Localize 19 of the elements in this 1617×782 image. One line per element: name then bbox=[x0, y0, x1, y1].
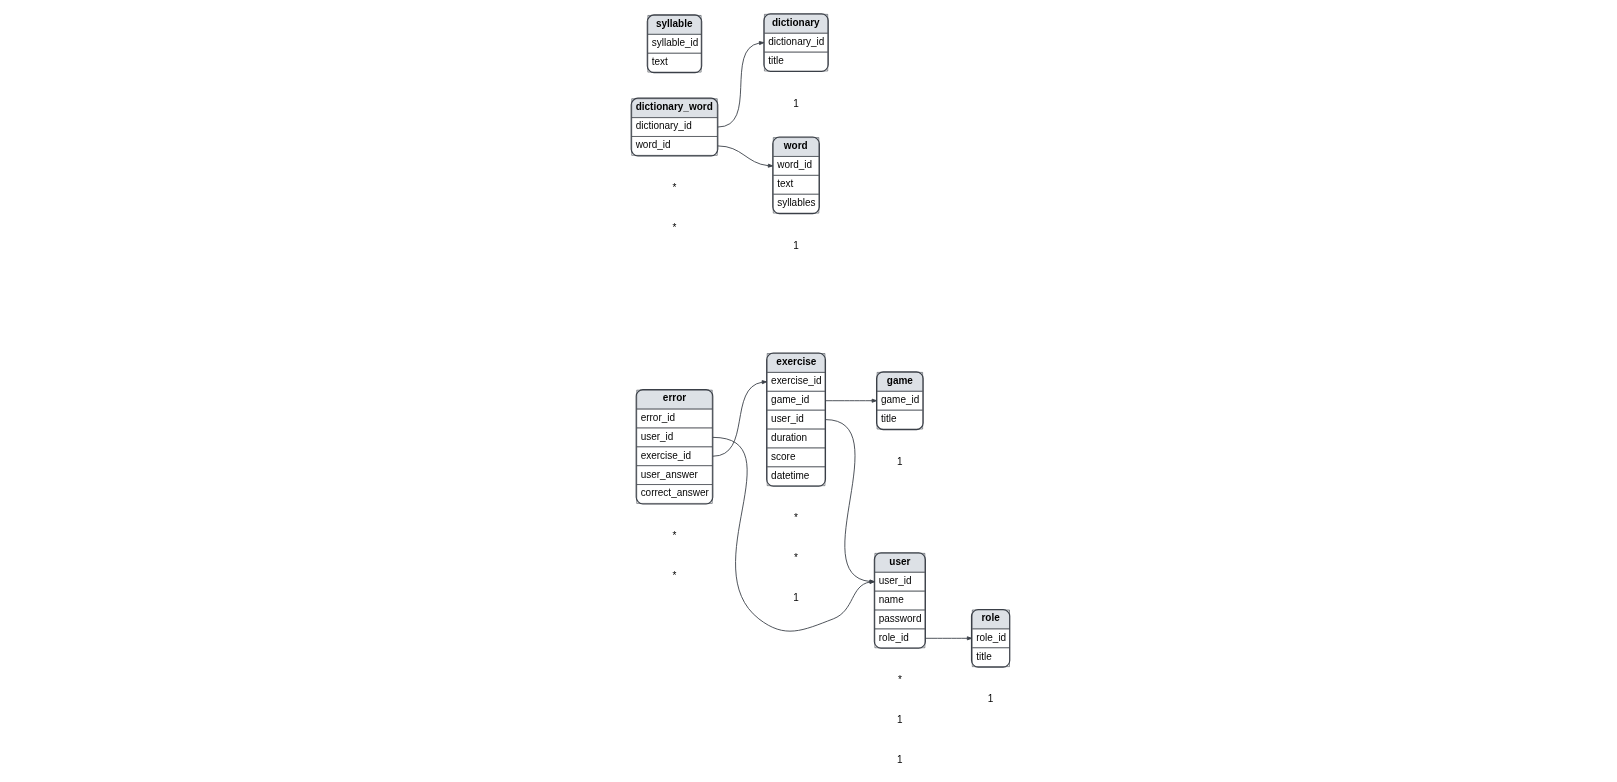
arrow bbox=[711, 380, 767, 457]
label: 1 bbox=[896, 754, 903, 766]
arrow bbox=[716, 41, 764, 128]
label: * bbox=[793, 512, 798, 524]
arrow bbox=[924, 636, 972, 641]
label: 1 bbox=[896, 455, 903, 467]
label: * bbox=[897, 674, 902, 686]
label: * bbox=[672, 570, 676, 582]
label: 1 bbox=[792, 239, 799, 251]
label: 1 bbox=[792, 97, 799, 109]
label: * bbox=[672, 182, 676, 194]
arrow bbox=[716, 145, 773, 168]
label: 1 bbox=[987, 693, 993, 705]
label: * bbox=[672, 222, 676, 234]
label: * bbox=[672, 530, 676, 542]
arrow bbox=[824, 398, 877, 403]
label: 1 bbox=[896, 714, 903, 726]
label: 1 bbox=[792, 592, 799, 604]
label: * bbox=[793, 552, 798, 564]
